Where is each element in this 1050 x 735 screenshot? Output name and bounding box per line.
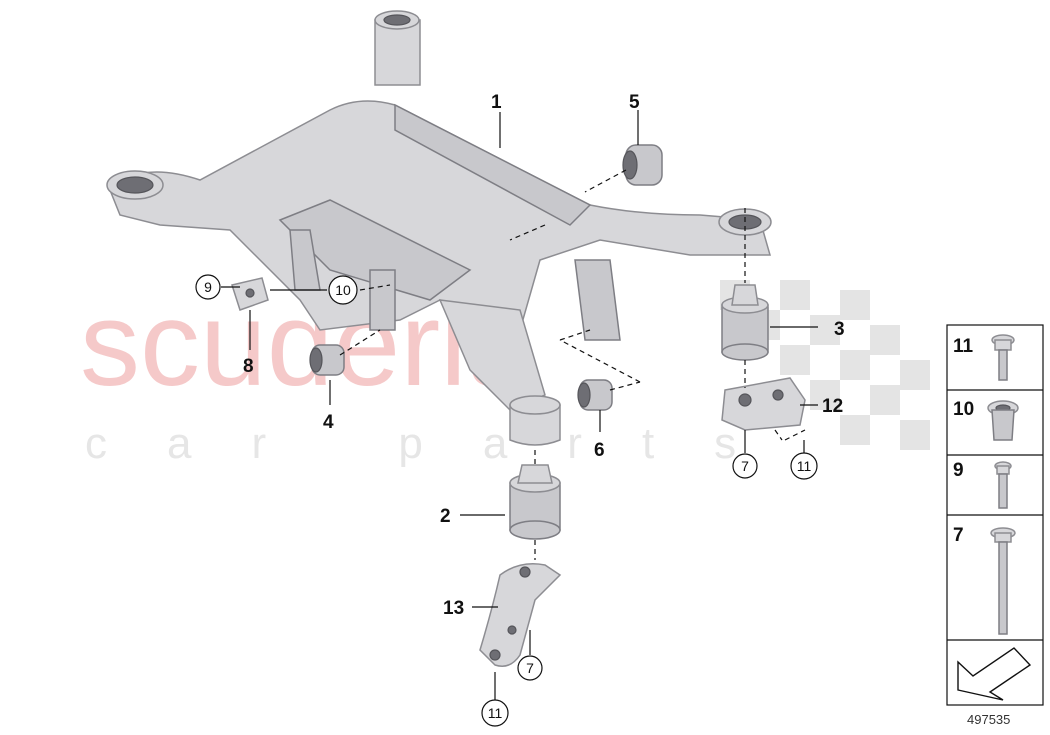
circled-callout-11-bracket12: 11 bbox=[790, 452, 818, 480]
callout-3: 3 bbox=[834, 319, 845, 340]
bolt-9-icon bbox=[994, 461, 1012, 509]
callout-5: 5 bbox=[629, 92, 640, 113]
legend-item-11: 11 bbox=[953, 336, 974, 357]
callout-6: 6 bbox=[594, 440, 605, 461]
clip-part-8 bbox=[231, 277, 269, 311]
circled-callout-10: 10 bbox=[328, 275, 358, 305]
bushing-10-icon bbox=[987, 400, 1019, 441]
bushing-part-6 bbox=[577, 379, 613, 411]
legend-item-10: 10 bbox=[953, 399, 974, 420]
svg-text:7: 7 bbox=[741, 458, 749, 474]
callout-8: 8 bbox=[243, 356, 254, 377]
bolt-7-icon bbox=[990, 527, 1016, 635]
rubber-mount-part-3 bbox=[721, 284, 769, 361]
bracket-part-12 bbox=[721, 377, 806, 431]
svg-text:11: 11 bbox=[797, 458, 812, 474]
circled-callout-11-bracket13: 11 bbox=[481, 699, 509, 727]
svg-text:11: 11 bbox=[488, 705, 503, 721]
bracket-part-13 bbox=[479, 563, 562, 667]
legend-item-9: 9 bbox=[953, 460, 964, 481]
svg-text:7: 7 bbox=[526, 660, 534, 676]
callout-13: 13 bbox=[443, 598, 464, 619]
diagram-id: 497535 bbox=[967, 712, 1010, 727]
direction-arrow-icon bbox=[957, 647, 1032, 701]
fastener-legend-panel: 11 10 9 7 bbox=[946, 324, 1044, 706]
callout-4: 4 bbox=[323, 412, 334, 433]
svg-text:10: 10 bbox=[335, 282, 351, 298]
bolt-11-icon bbox=[991, 334, 1015, 381]
leader-lines bbox=[221, 110, 818, 700]
callout-2: 2 bbox=[440, 506, 451, 527]
checkered-flag-watermark bbox=[720, 280, 930, 450]
watermark-subtitle: car parts bbox=[85, 419, 796, 468]
circled-callout-7-bracket13: 7 bbox=[517, 655, 543, 681]
bushing-part-5 bbox=[622, 144, 663, 186]
svg-text:9: 9 bbox=[204, 279, 212, 295]
legend-item-7: 7 bbox=[953, 525, 964, 546]
callout-1: 1 bbox=[491, 92, 502, 113]
circled-callout-7-bracket12: 7 bbox=[732, 453, 758, 479]
rubber-mount-part-2 bbox=[509, 464, 561, 540]
bushing-part-4 bbox=[309, 344, 345, 376]
callout-12: 12 bbox=[822, 396, 843, 417]
circled-callout-9: 9 bbox=[195, 274, 221, 300]
